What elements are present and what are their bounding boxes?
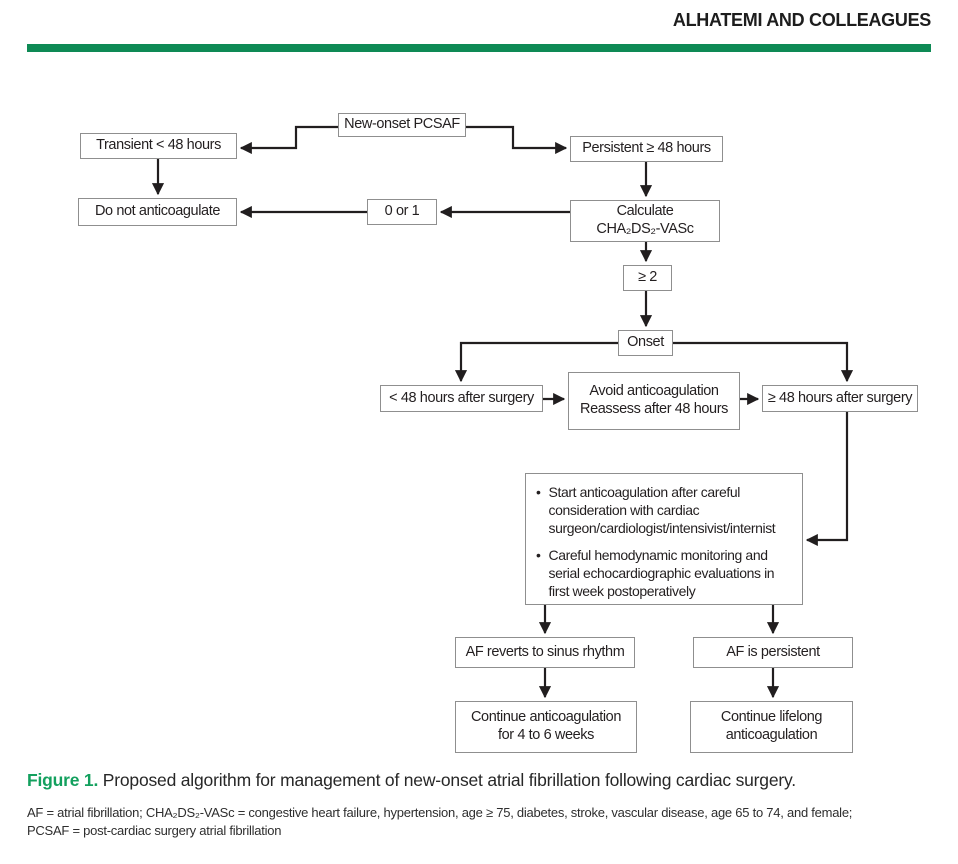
figure-number-label: Figure 1. xyxy=(27,770,99,790)
management-bullet-1: • Start anticoagulation after careful co… xyxy=(536,483,794,538)
figure-caption: Figure 1. Proposed algorithm for managem… xyxy=(27,770,937,791)
bullet-icon: • xyxy=(536,546,541,563)
node-transient-lt-48-hours: Transient < 48 hours xyxy=(80,133,237,159)
footnote-line-1: AF = atrial fibrillation; CHA₂DS₂-VASc =… xyxy=(27,805,853,820)
management-bullet-1-text: Start anticoagulation after careful cons… xyxy=(548,484,776,537)
node-ge-48-hours-after-surgery: ≥ 48 hours after surgery xyxy=(762,385,918,412)
header-rule xyxy=(27,44,931,52)
node-continue-lifelong-anticoagulation: Continue lifelong anticoagulation xyxy=(690,701,853,753)
bullet-icon: • xyxy=(536,484,541,500)
node-score-ge-2: ≥ 2 xyxy=(623,265,672,291)
node-calculate-cha2ds2-vasc: Calculate CHA₂DS₂-VASc xyxy=(570,200,720,242)
figure-footnote: AF = atrial fibrillation; CHA₂DS₂-VASc =… xyxy=(27,804,955,840)
running-head-title: ALHATEMI AND COLLEAGUES xyxy=(672,10,931,30)
node-lt-48-hours-after-surgery: < 48 hours after surgery xyxy=(380,385,543,412)
node-onset: Onset xyxy=(618,330,673,356)
management-bullet-2-text: Careful hemodynamic monitoring and seria… xyxy=(548,546,775,599)
connector-ge48-to-management xyxy=(805,412,849,547)
node-af-is-persistent: AF is persistent xyxy=(693,637,853,668)
node-management-recommendations: • Start anticoagulation after careful co… xyxy=(525,473,803,605)
node-continue-anticoagulation-4-6-weeks: Continue anticoagulation for 4 to 6 week… xyxy=(455,701,637,753)
node-persistent-ge-48-hours: Persistent ≥ 48 hours xyxy=(570,136,723,162)
node-score-0-or-1: 0 or 1 xyxy=(367,199,437,225)
figure-caption-text: Proposed algorithm for management of new… xyxy=(98,770,796,790)
node-af-reverts-to-sinus-rhythm: AF reverts to sinus rhythm xyxy=(455,637,635,668)
node-do-not-anticoagulate: Do not anticoagulate xyxy=(78,198,237,226)
management-bullet-2: • Careful hemodynamic monitoring and ser… xyxy=(536,546,794,601)
footnote-line-2: PCSAF = post-cardiac surgery atrial fibr… xyxy=(27,823,282,839)
connector-newonset-to-transient xyxy=(239,125,340,155)
node-avoid-anticoagulation: Avoid anticoagulation Reassess after 48 … xyxy=(568,372,740,430)
node-new-onset-pcsaf: New-onset PCSAF xyxy=(338,113,466,137)
connector-newonset-to-persistent xyxy=(466,125,568,155)
